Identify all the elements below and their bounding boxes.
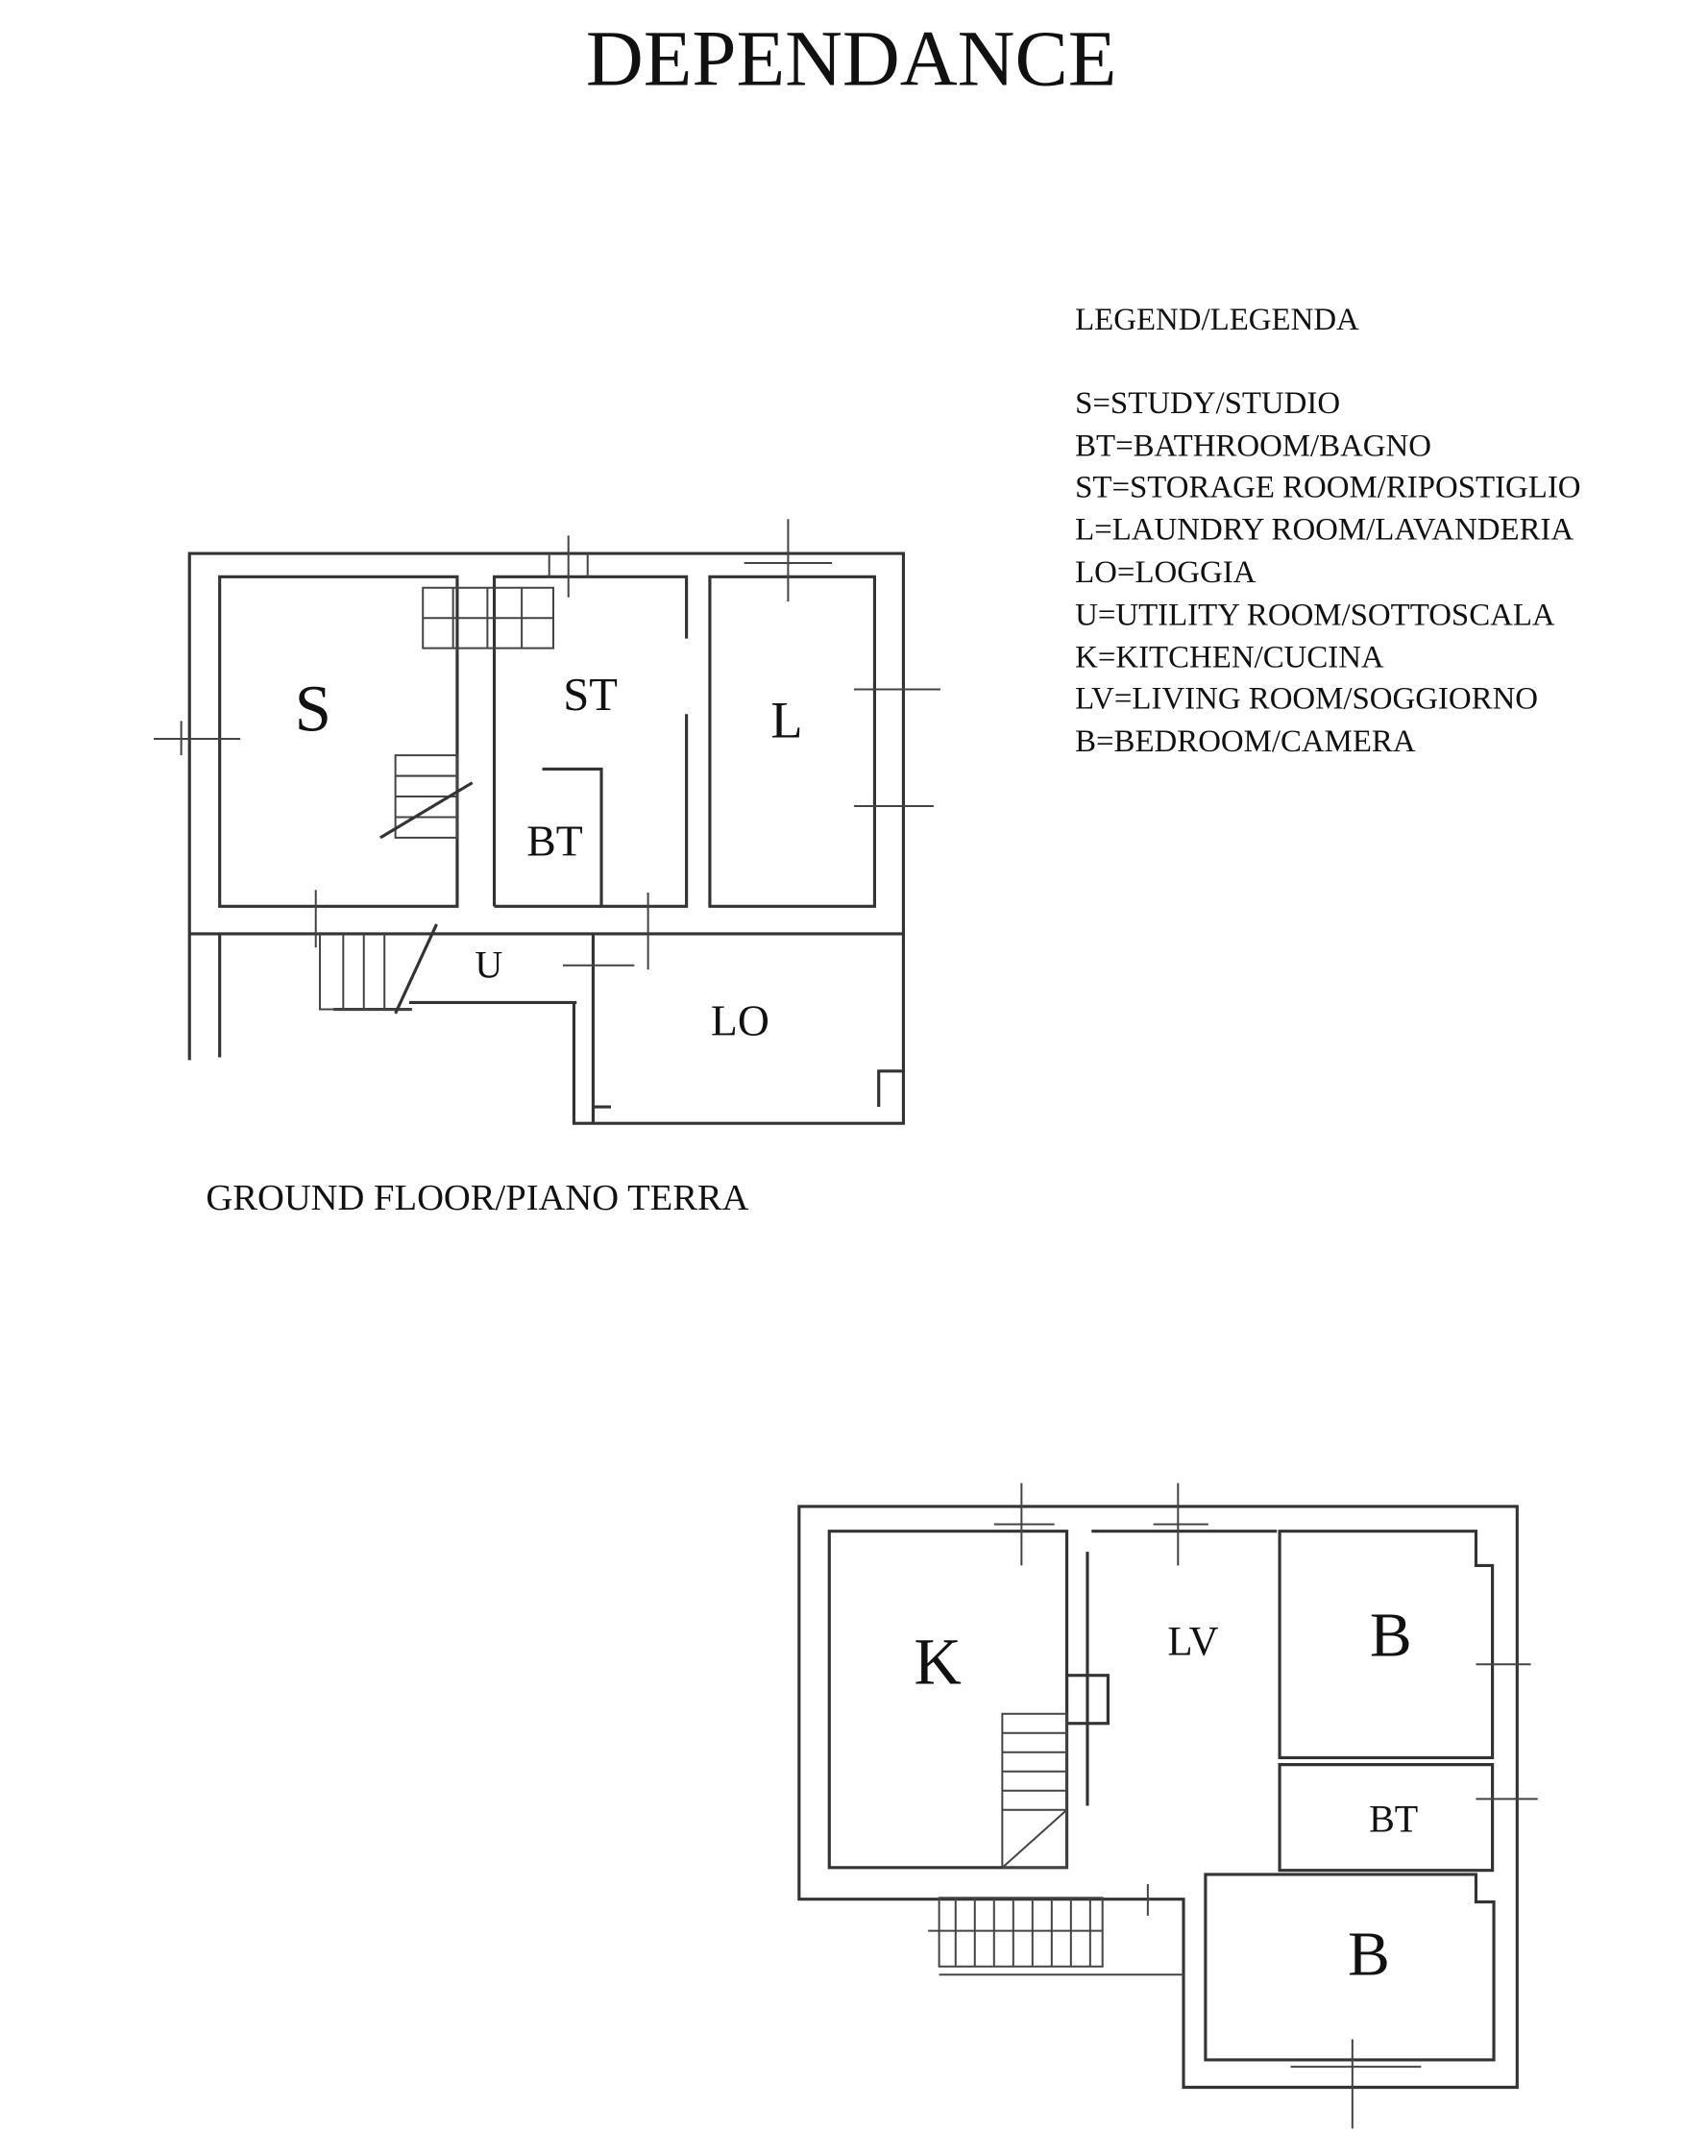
room-label-bt: BT — [1369, 1798, 1418, 1841]
upper-floor-room-labels: K LV B BT B — [914, 1601, 1418, 1990]
legend-item: LO=LOGGIA — [1075, 555, 1257, 590]
room-label-s: S — [295, 672, 331, 745]
room-label-bt: BT — [526, 816, 582, 865]
legend: LEGEND/LEGENDA S=STUDY/STUDIO BT=BATHROO… — [1075, 303, 1580, 759]
legend-item: K=KITCHEN/CUCINA — [1075, 641, 1384, 675]
page-title: DEPENDANCE — [586, 14, 1117, 103]
upper-floor-plan — [797, 1482, 1538, 2129]
room-label-b: B — [1370, 1601, 1412, 1671]
room-label-b: B — [1348, 1919, 1390, 1989]
room-label-st: ST — [563, 669, 618, 721]
legend-item: B=BEDROOM/CAMERA — [1075, 724, 1416, 759]
legend-item: L=LAUNDRY ROOM/LAVANDERIA — [1075, 513, 1574, 548]
legend-item: S=STUDY/STUDIO — [1075, 386, 1340, 421]
ground-floor-caption: GROUND FLOOR/PIANO TERRA — [206, 1178, 748, 1218]
room-label-u: U — [475, 943, 502, 987]
room-label-l: L — [770, 692, 802, 749]
legend-heading: LEGEND/LEGENDA — [1075, 303, 1359, 337]
ground-floor-room-labels: S ST L BT U LO — [295, 669, 803, 1045]
legend-item: ST=STORAGE ROOM/RIPOSTIGLIO — [1075, 470, 1580, 504]
legend-item: BT=BATHROOM/BAGNO — [1075, 429, 1431, 464]
room-label-lo: LO — [711, 996, 769, 1045]
room-label-lv: LV — [1167, 1619, 1218, 1664]
legend-item: LV=LIVING ROOM/SOGGIORNO — [1075, 682, 1538, 717]
room-label-k: K — [914, 1625, 962, 1698]
legend-item: U=UTILITY ROOM/SOTTOSCALA — [1075, 598, 1555, 632]
ground-floor-plan — [154, 519, 941, 1125]
